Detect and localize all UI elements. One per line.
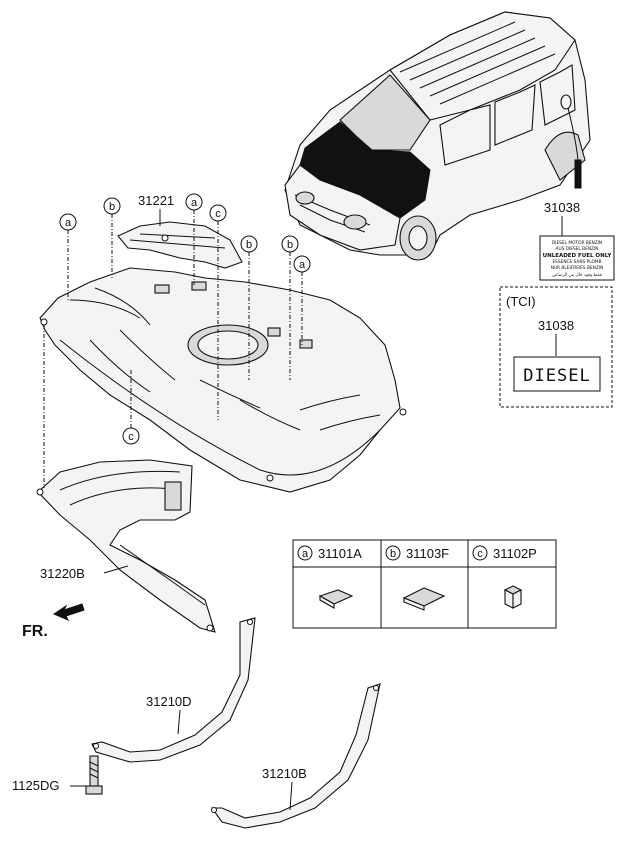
diesel-badge [513,356,601,392]
tci-variant-box: (TCI) 31038 DIESEL [499,286,613,408]
callout-b-center: b [246,239,252,251]
svg-text:ESSENCE SANS PLOMB: ESSENCE SANS PLOMB [552,259,601,265]
svg-text:فقط وقود خال من الرصاص: فقط وقود خال من الرصاص [552,273,602,278]
callout-a-left: a [65,217,72,229]
part-number-31038-tci: 31038 [538,318,574,333]
vehicle-illustration [284,11,591,261]
legend-letter-a: a [302,548,309,560]
front-arrow-icon [52,603,85,621]
callout-c-lower: c [128,431,134,443]
legend-row-a: a 31101A [297,545,362,609]
part-number-31038: 31038 [544,200,580,215]
legend-part-31101A: 31101A [318,546,362,561]
legend-letter-c: c [477,548,483,560]
legend-part-31102P: 31102P [493,546,537,561]
callout-a-right: a [299,259,306,271]
tank-strap-31210D: 31210D [91,617,256,763]
legend-letter-b: b [390,548,396,560]
front-direction-indicator: FR. [22,603,85,640]
under-cover-31220B: 31220B [36,459,216,633]
diesel-text: DIESEL [523,366,590,386]
part-number-1125DG: 1125DG [12,778,59,793]
legend-part-31103F: 31103F [406,546,449,561]
part-number-31210D: 31210D [146,694,192,709]
svg-text:UNLEADED FUEL ONLY: UNLEADED FUEL ONLY [543,253,613,259]
fr-label: FR. [22,623,48,640]
pad-legend-table: a 31101A b 31103F c 31102P [292,539,557,629]
callout-b-right: b [287,239,293,251]
svg-text:AUS DIESEL BENZIN: AUS DIESEL BENZIN [556,246,599,252]
legend-row-b: b 31103F [385,545,449,611]
part-number-31210B: 31210B [262,766,307,781]
heat-protector-31221: 31221 [117,193,243,269]
callout-c-center: c [215,208,221,220]
fuel-caution-label [539,235,615,281]
fuel-tank [39,267,407,493]
legend-row-c: c 31102P [472,545,537,609]
callout-b-left: b [109,201,115,213]
fuel-type-label-group: 31038 DIESEL MOTOR BENZIN AUS DIESEL BEN… [539,200,615,281]
callouts: a b a c b b a c [43,193,311,488]
part-number-31220B: 31220B [40,566,85,581]
part-number-31221: 31221 [138,193,174,208]
callout-a-center: a [191,197,198,209]
svg-text:DIESEL MOTOR BENZIN: DIESEL MOTOR BENZIN [552,240,602,246]
svg-text:NUR BLEIFREIES BENZIN: NUR BLEIFREIES BENZIN [551,265,604,271]
tank-strap-31210B: 31210B [210,683,381,829]
bolt-1125DG: 1125DG [12,755,103,795]
tci-label: (TCI) [506,294,536,309]
